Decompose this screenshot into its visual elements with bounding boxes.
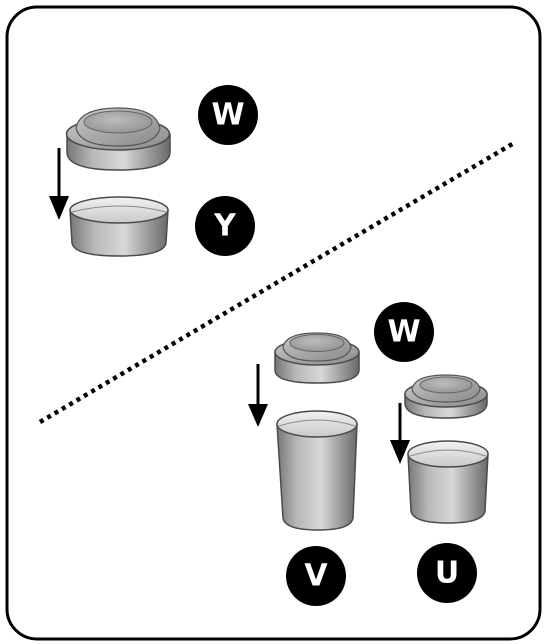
badge-tall-jar: V bbox=[286, 546, 346, 606]
badge-top-base: Y bbox=[195, 196, 255, 256]
badge-label-short-jar: U bbox=[435, 556, 459, 591]
tall-jar-illustration bbox=[276, 410, 358, 531]
badge-bottom-cap: W bbox=[374, 302, 434, 362]
top-cap-illustration bbox=[65, 107, 171, 171]
badge-top-cap: W bbox=[198, 85, 258, 145]
down-arrow-icon bbox=[49, 148, 69, 220]
tall-jar-cap-illustration bbox=[274, 332, 360, 384]
down-arrow-icon bbox=[248, 364, 268, 427]
short-jar-illustration bbox=[407, 440, 489, 524]
badge-short-jar: U bbox=[417, 543, 477, 603]
badge-label-tall-jar: V bbox=[304, 559, 328, 594]
badge-label-top-base: Y bbox=[213, 209, 237, 244]
dotted-divider-line bbox=[38, 141, 516, 424]
top-base-illustration bbox=[69, 196, 169, 257]
frame-border bbox=[5, 5, 542, 641]
badge-label-top-cap: W bbox=[211, 98, 244, 133]
short-jar-cap-illustration bbox=[404, 374, 488, 419]
badge-label-bottom-cap: W bbox=[387, 315, 420, 350]
down-arrow-icon bbox=[390, 403, 410, 464]
